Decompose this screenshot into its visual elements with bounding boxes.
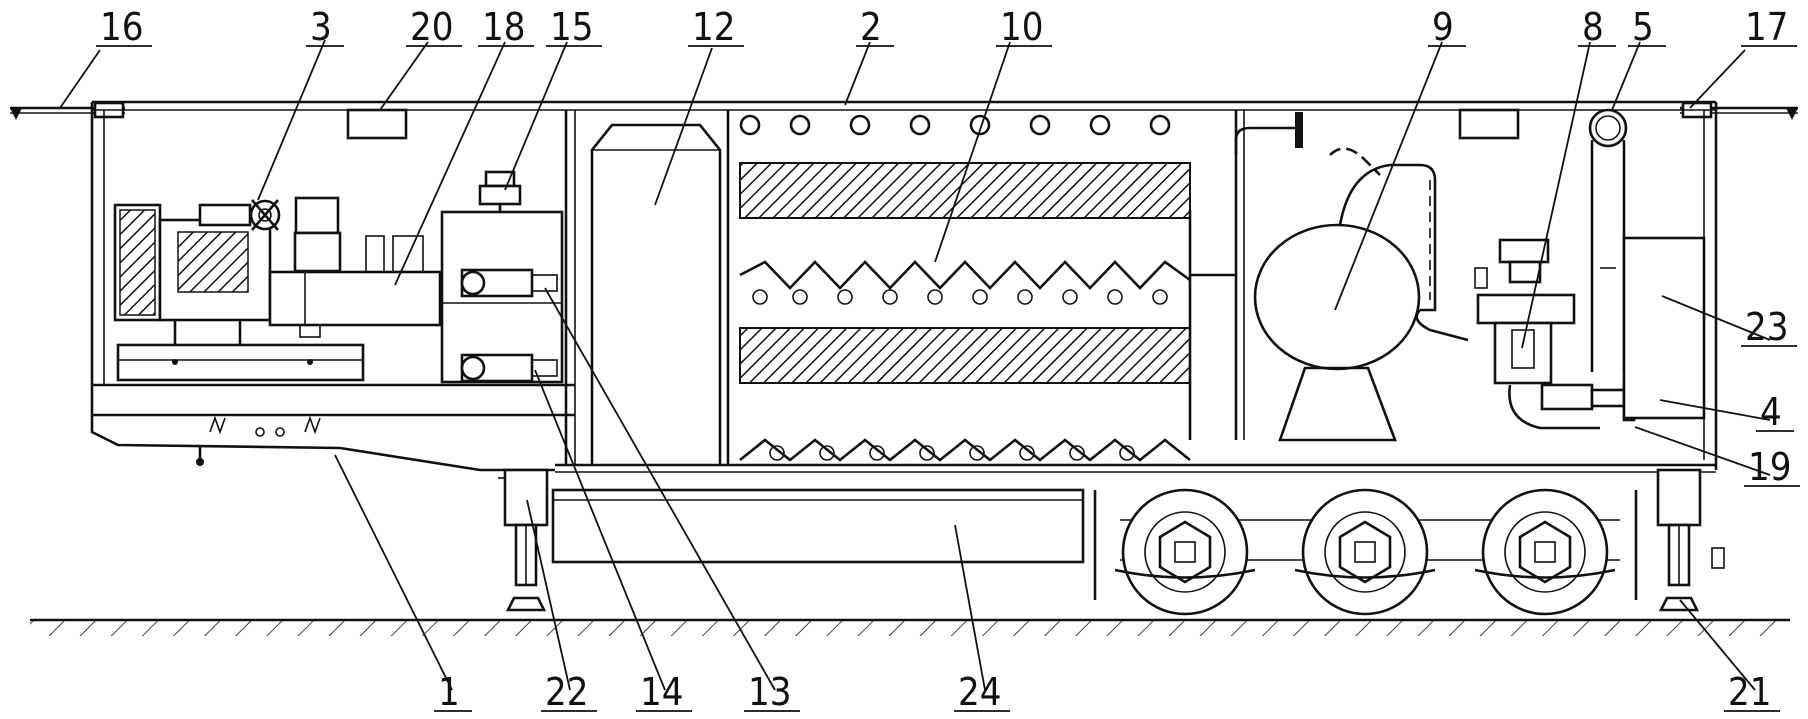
wheel-rear <box>1481 488 1609 616</box>
wheel-middle <box>1301 488 1429 616</box>
callout-9: 9 <box>1432 5 1454 49</box>
rear-landing-leg <box>1656 468 1725 612</box>
callout-4: 4 <box>1760 390 1782 434</box>
trailer-chassis <box>90 415 555 472</box>
vertical-pipe <box>1588 108 1628 372</box>
diesel-engine <box>113 199 281 345</box>
awning-right <box>1680 101 1798 120</box>
lower-pump <box>460 353 558 383</box>
callout-23: 23 <box>1745 305 1789 349</box>
callout-1: 1 <box>438 670 460 714</box>
callout-labels: 16 3 20 18 15 12 2 10 9 8 5 17 23 4 19 1… <box>96 5 1800 714</box>
callout-24: 24 <box>958 670 1002 714</box>
engine-skid <box>116 343 365 382</box>
valve-group <box>1474 238 1576 385</box>
upper-pump <box>460 268 558 298</box>
callout-19: 19 <box>1748 445 1792 489</box>
callout-3: 3 <box>310 5 332 49</box>
tank-column <box>590 123 722 465</box>
awning-left <box>10 101 125 120</box>
control-cabinet <box>1622 236 1706 420</box>
callout-22: 22 <box>545 670 589 714</box>
wheel-front <box>1121 488 1249 616</box>
callout-15: 15 <box>550 5 594 49</box>
callout-21: 21 <box>1728 670 1772 714</box>
callout-16: 16 <box>100 5 144 49</box>
callout-20: 20 <box>410 5 454 49</box>
ground <box>30 618 1790 636</box>
callout-12: 12 <box>692 5 736 49</box>
delivery-pump <box>1508 376 1636 430</box>
callout-10: 10 <box>1000 5 1044 49</box>
lower-tank <box>551 488 1085 564</box>
hx-tubes <box>752 289 1168 461</box>
pressure-vessel <box>1234 112 1469 442</box>
callout-13: 13 <box>748 670 792 714</box>
leaf-springs <box>1114 568 1616 579</box>
callout-18: 18 <box>482 5 526 49</box>
heat-exchanger <box>739 114 1236 462</box>
callout-14: 14 <box>640 670 684 714</box>
callout-17: 17 <box>1745 5 1789 49</box>
callout-5: 5 <box>1632 5 1654 49</box>
callout-8: 8 <box>1582 5 1604 49</box>
leader-lines <box>59 39 1771 691</box>
hx-top-holes <box>739 114 1171 136</box>
generator <box>268 196 442 338</box>
callout-2: 2 <box>860 5 882 49</box>
front-landing-leg <box>498 468 549 612</box>
